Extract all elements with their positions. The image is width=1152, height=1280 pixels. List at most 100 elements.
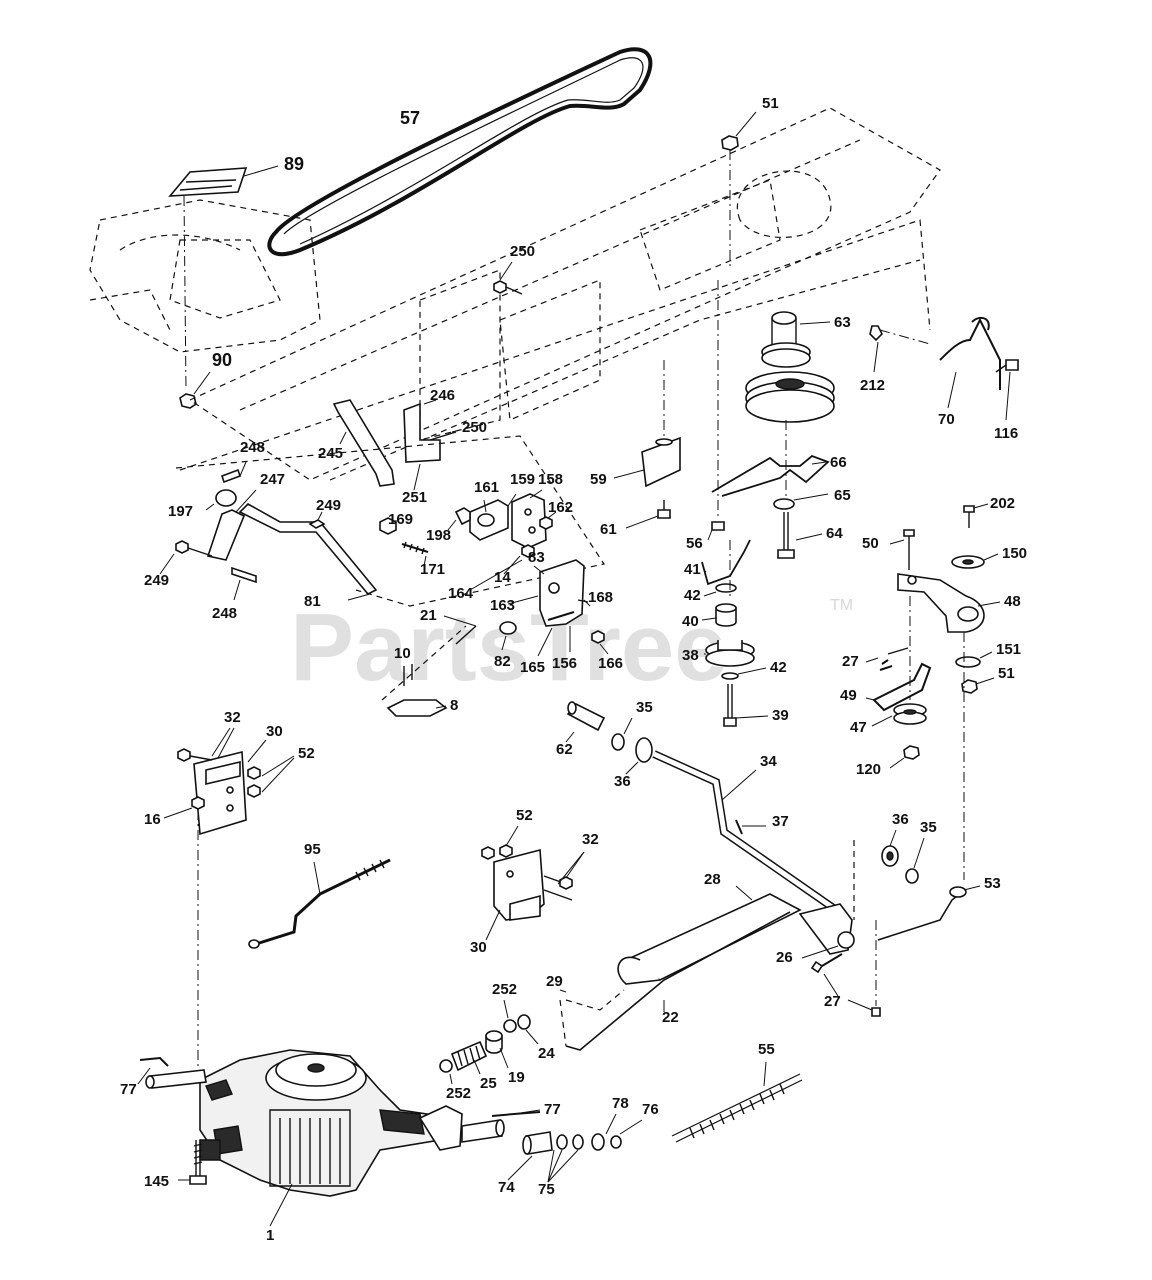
part-label-61: 61 — [600, 521, 617, 538]
part-label-90: 90 — [212, 350, 232, 370]
leader-1 — [269, 1183, 293, 1227]
part-label-116: 116 — [994, 425, 1018, 442]
nut-51-top — [721, 111, 757, 270]
part-label-89: 89 — [284, 154, 304, 174]
axle-hardware-74-78 — [507, 1113, 643, 1183]
part-label-32: 32 — [224, 709, 241, 726]
pedal-pad — [168, 165, 279, 391]
part-label-48: 48 — [1004, 593, 1021, 610]
control-link-assembly — [565, 885, 881, 1051]
part-label-19: 19 — [508, 1069, 525, 1086]
spring-assembly-25 — [439, 999, 539, 1085]
part-label-168: 168 — [588, 589, 613, 606]
rod-53 — [877, 885, 981, 941]
part-label-151: 151 — [996, 641, 1021, 658]
part-label-156: 156 — [552, 655, 577, 672]
part-label-21: 21 — [420, 607, 437, 624]
bracket-59 — [613, 360, 681, 488]
part-label-52: 52 — [298, 745, 315, 762]
part-label-70: 70 — [938, 411, 955, 428]
drive-belt — [267, 47, 653, 257]
watermark-text: PartsTree — [290, 594, 728, 701]
shift-rod-assembly — [565, 701, 845, 918]
part-label-62: 62 — [556, 741, 573, 758]
washers-35-36 — [853, 829, 925, 920]
part-label-36: 36 — [892, 811, 909, 828]
part-label-247: 247 — [260, 471, 285, 488]
part-label-51: 51 — [762, 95, 779, 112]
part-label-14: 14 — [494, 569, 511, 586]
part-label-77: 77 — [544, 1101, 561, 1118]
part-label-66: 66 — [830, 454, 847, 471]
part-label-65: 65 — [834, 487, 851, 504]
part-label-212: 212 — [860, 377, 885, 394]
watermark-tm: TM — [830, 597, 853, 614]
fastener-10-8 — [386, 664, 448, 717]
part-label-198: 198 — [426, 527, 451, 544]
part-label-56: 56 — [686, 535, 703, 552]
part-labels: 5789512506321270116902462502452482471972… — [120, 95, 1027, 1244]
part-label-82: 82 — [494, 653, 511, 670]
part-label-55: 55 — [758, 1041, 775, 1058]
part-label-77: 77 — [120, 1081, 137, 1098]
idler-arm-assembly — [865, 503, 1001, 880]
nut-90 — [179, 371, 211, 409]
rod-41 — [701, 539, 751, 586]
part-label-250: 250 — [510, 243, 535, 260]
part-label-161: 161 — [474, 479, 499, 496]
part-label-166: 166 — [598, 655, 623, 672]
part-label-42: 42 — [684, 587, 701, 604]
axle-left-77 — [137, 1056, 207, 1089]
part-label-197: 197 — [168, 503, 193, 520]
part-label-59: 59 — [590, 471, 607, 488]
mounting-bracket-30-left — [163, 727, 295, 1070]
part-label-38: 38 — [682, 647, 699, 664]
part-label-74: 74 — [498, 1179, 515, 1196]
part-label-42: 42 — [770, 659, 787, 676]
part-label-164: 164 — [448, 585, 474, 602]
part-label-8: 8 — [450, 697, 458, 714]
part-label-249: 249 — [316, 497, 341, 514]
part-label-76: 76 — [642, 1101, 659, 1118]
part-label-63: 63 — [834, 314, 851, 331]
part-label-165: 165 — [520, 659, 545, 676]
part-label-26: 26 — [776, 949, 793, 966]
part-label-53: 53 — [984, 875, 1001, 892]
washer-bolt-64-65 — [773, 420, 829, 559]
lever-rod-70 — [939, 316, 1001, 409]
part-label-150: 150 — [1002, 545, 1027, 562]
bolt-145 — [178, 1140, 207, 1185]
link-29 — [559, 989, 625, 1047]
rod-66 — [711, 454, 830, 497]
part-label-27: 27 — [824, 993, 841, 1010]
bolt-250 — [493, 261, 523, 295]
rod-95 — [248, 858, 391, 949]
chassis-frame — [179, 107, 941, 481]
part-label-120: 120 — [856, 761, 881, 778]
part-label-163: 163 — [490, 597, 515, 614]
part-label-245: 245 — [318, 445, 343, 462]
part-label-34: 34 — [760, 753, 777, 770]
part-label-51: 51 — [998, 665, 1015, 682]
part-label-16: 16 — [144, 811, 161, 828]
part-label-252: 252 — [446, 1085, 471, 1102]
part-label-81: 81 — [304, 593, 321, 610]
part-label-158: 158 — [538, 471, 563, 488]
part-label-40: 40 — [682, 613, 699, 630]
part-label-50: 50 — [862, 535, 879, 552]
part-label-39: 39 — [772, 707, 789, 724]
part-label-37: 37 — [772, 813, 789, 830]
bracket-246 — [403, 399, 461, 491]
part-label-57: 57 — [400, 108, 420, 128]
part-label-30: 30 — [266, 723, 283, 740]
idler-pulley-assembly — [745, 311, 835, 423]
part-label-41: 41 — [684, 561, 701, 578]
part-label-28: 28 — [704, 871, 721, 888]
part-label-251: 251 — [402, 489, 427, 506]
transaxle-assembly — [199, 1049, 463, 1197]
part-label-10: 10 — [394, 645, 411, 662]
bracket-245 — [332, 399, 395, 487]
part-label-169: 169 — [388, 511, 413, 528]
part-label-145: 145 — [144, 1173, 169, 1190]
part-label-83: 83 — [528, 549, 545, 566]
